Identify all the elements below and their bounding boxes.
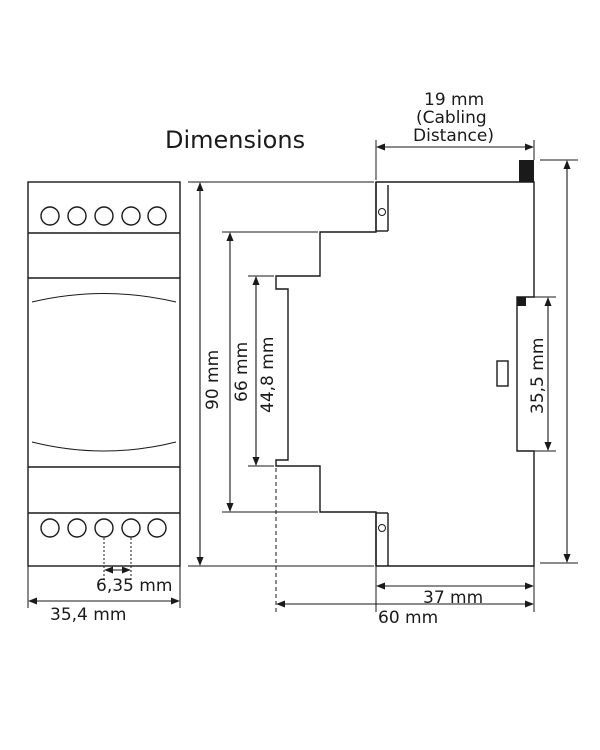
terminal-screw-icon: [147, 206, 167, 226]
front-view: 6,35 mm 35,4 mm: [27, 181, 181, 625]
cabling-label-line1: 19 mm: [424, 90, 484, 110]
cabling-label-line2: (Cabling: [416, 108, 487, 128]
height-90-label: 90 mm: [203, 350, 223, 410]
top-terminal-row: [40, 206, 167, 226]
side-housing-outline: [275, 181, 535, 567]
bottom-clamp: [375, 512, 389, 566]
terminal-screw-icon: [67, 206, 87, 226]
rail-clip-top: [519, 160, 534, 182]
depth-60-label: 60 mm: [378, 608, 438, 628]
side-view: 90 mm 66 mm 44,8 mm 35,5 mm 19 mm (Cabli…: [188, 90, 578, 628]
drawing-title: Dimensions: [165, 126, 305, 154]
height-44-8-label: 44,8 mm: [258, 337, 278, 413]
terminal-screw-icon: [40, 206, 60, 226]
bottom-terminal-row: [40, 518, 167, 538]
rail-clip-notch: [517, 297, 526, 306]
terminal-screw-icon: [94, 206, 114, 226]
terminal-screw-icon: [121, 206, 141, 226]
front-housing-outline: [27, 181, 181, 567]
cabling-label-line3: Distance): [413, 126, 494, 146]
height-66-label: 66 mm: [232, 342, 252, 402]
top-clamp: [375, 182, 389, 232]
front-window-top-curve: [31, 293, 177, 303]
front-window-bottom-curve: [31, 441, 177, 452]
release-slot: [496, 360, 509, 387]
terminal-screw-icon: [147, 518, 167, 538]
height-35-5-label: 35,5 mm: [528, 338, 548, 414]
terminal-screw-icon: [67, 518, 87, 538]
clamp-screw-icon: [378, 524, 386, 532]
terminal-screw-icon: [121, 518, 141, 538]
terminal-screw-icon: [94, 518, 114, 538]
depth-37-label: 37 mm: [423, 588, 483, 608]
clamp-screw-icon: [378, 208, 386, 216]
front-width-label: 35,4 mm: [50, 605, 126, 625]
terminal-screw-icon: [40, 518, 60, 538]
pitch-label: 6,35 mm: [96, 576, 172, 596]
